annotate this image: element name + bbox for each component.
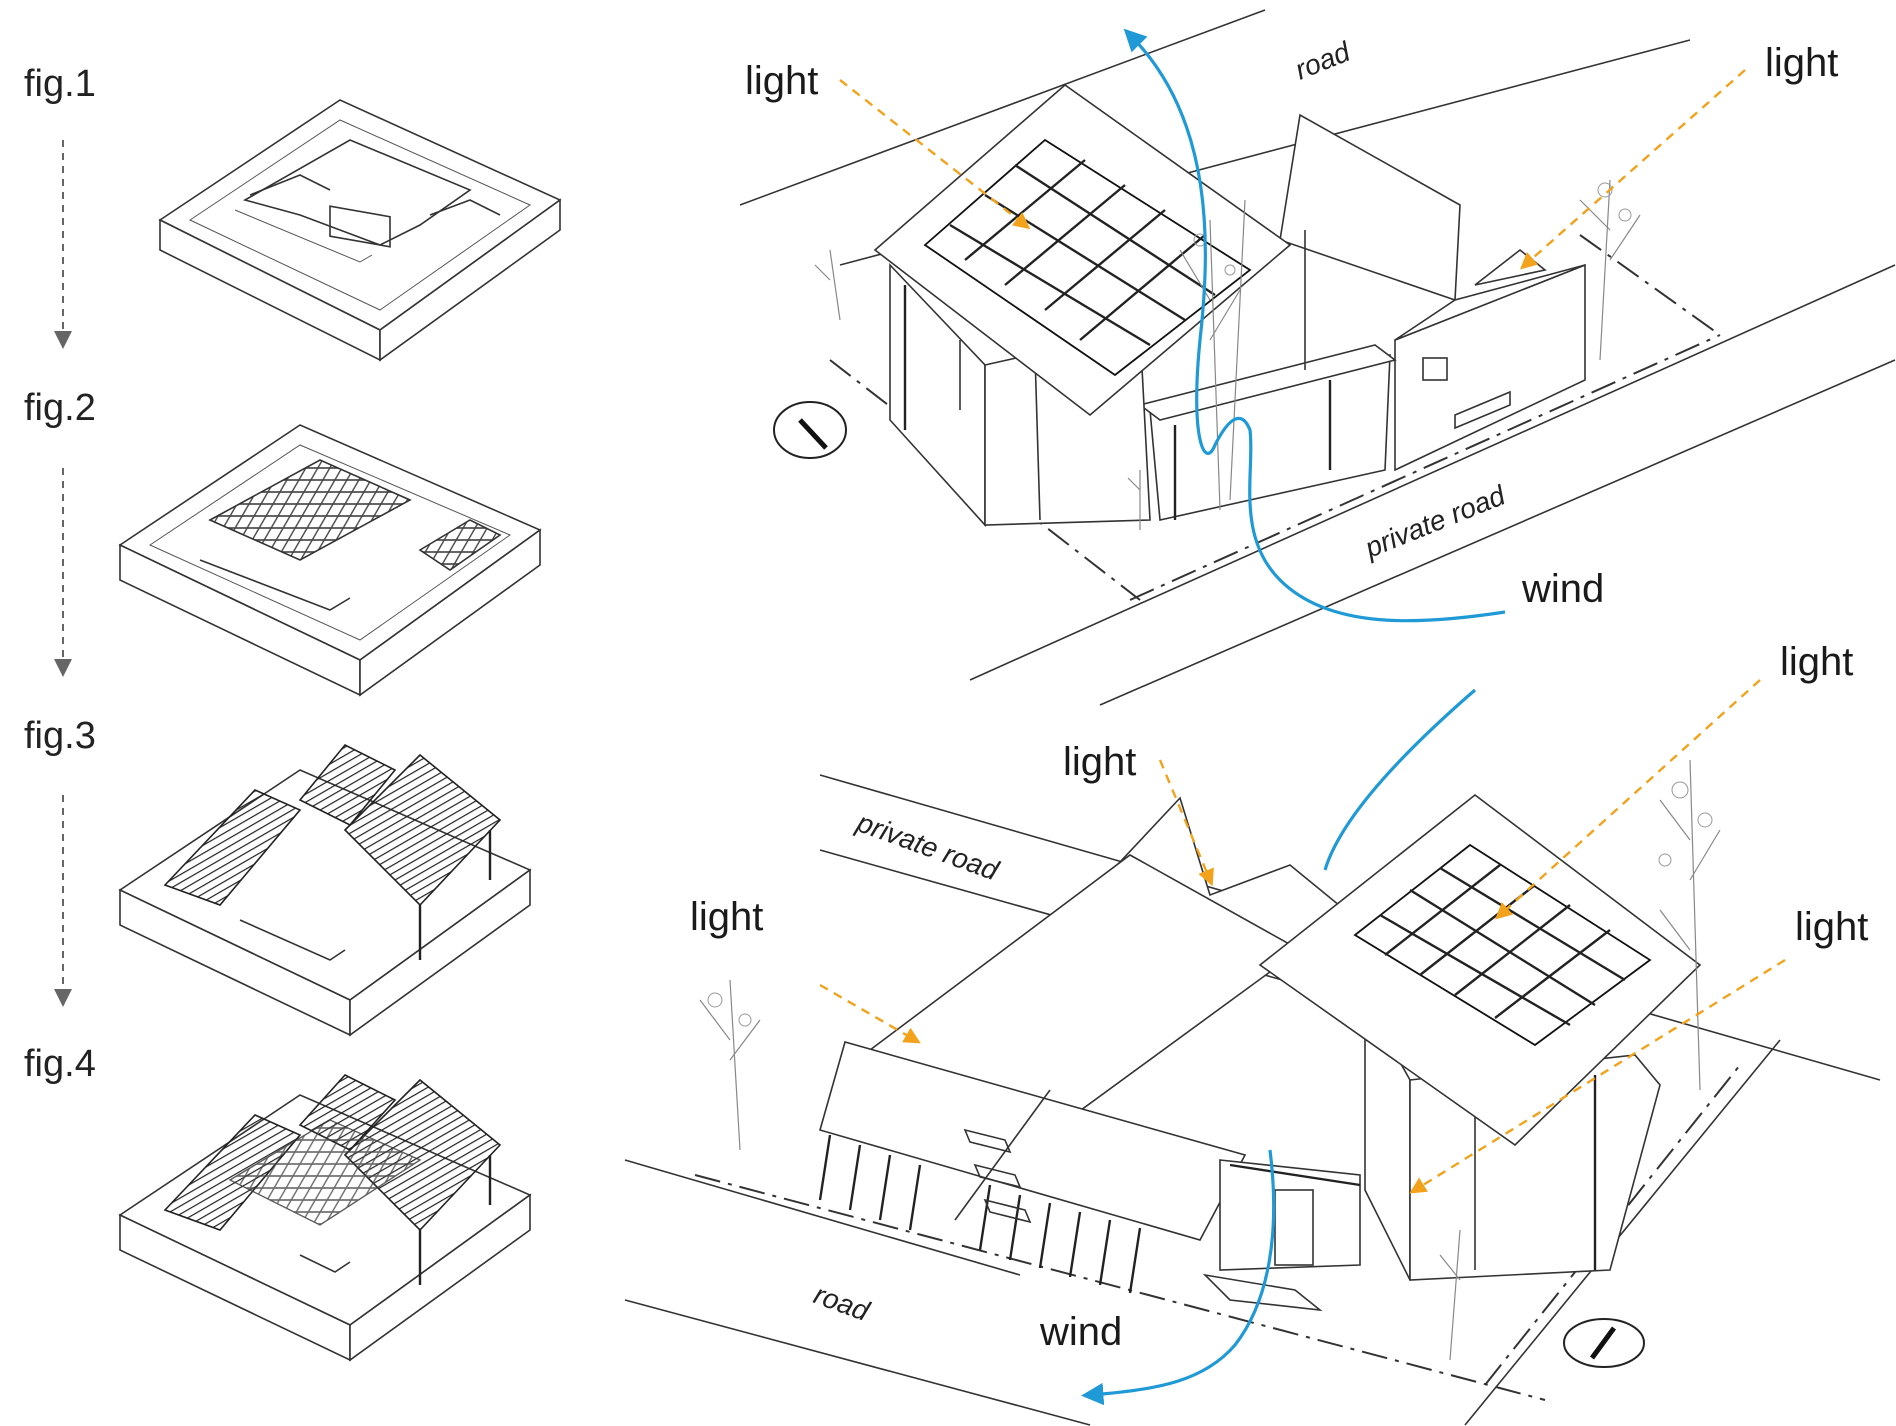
top-light-label-right: light <box>1765 41 1838 85</box>
fig-1-label: fig.1 <box>24 63 96 105</box>
figure-sequence: fig.1 fig.2 fig.3 fig.4 <box>24 63 96 1085</box>
stairs <box>954 1089 1051 1224</box>
compass-icon <box>773 401 847 459</box>
bottom-trees <box>699 759 1721 1361</box>
top-road-label: road <box>1291 35 1356 85</box>
fig-3-label: fig.3 <box>24 715 96 757</box>
top-solar-panels <box>923 138 1252 377</box>
bottom-wind-label: wind <box>1039 1310 1122 1354</box>
bottom-road-label: road <box>810 1279 875 1328</box>
bottom-light-arrow-top-right <box>1495 679 1761 920</box>
bottom-light-label-center: light <box>1063 740 1136 784</box>
top-light-label-left: light <box>745 59 818 103</box>
bottom-light-arrow-center <box>1158 759 1214 887</box>
bottom-private-road-label: private road <box>852 806 1004 887</box>
bottom-view: private road road <box>624 640 1881 1426</box>
west-pergola-roof <box>819 1041 1247 1241</box>
bottom-solar-panels <box>1353 843 1652 1047</box>
top-wind-label: wind <box>1521 567 1604 611</box>
bottom-light-arrow-right <box>1409 958 1786 1194</box>
bottom-wind-arrow <box>1090 688 1477 1395</box>
bottom-light-arrow-left <box>819 983 921 1044</box>
fig-2-label: fig.2 <box>24 387 96 429</box>
bottom-light-label-right: light <box>1795 905 1868 949</box>
property-line-top <box>1129 334 1721 601</box>
top-view: road private road <box>739 9 1896 706</box>
west-pergola-slats <box>818 1134 1142 1294</box>
top-light-arrow-right <box>1519 69 1746 270</box>
fig-1-model <box>158 99 562 362</box>
bottom-light-label-left: light <box>690 895 763 939</box>
fig-4-label: fig.4 <box>24 1043 96 1085</box>
bottom-light-label-top-right: light <box>1780 640 1853 684</box>
fig-2-model <box>118 424 542 697</box>
top-private-road-label: private road <box>1360 479 1511 564</box>
road-edge-top <box>739 9 1266 206</box>
entrance-block <box>1219 1159 1361 1271</box>
top-trees <box>814 179 1641 530</box>
top-light-arrow-left <box>839 79 1031 230</box>
property-line-bottom <box>694 1174 1546 1401</box>
compass-icon <box>1563 1318 1645 1368</box>
fig-4-model <box>118 1074 532 1362</box>
top-wind-arrow <box>1123 28 1506 623</box>
fig-3-model <box>118 743 532 1037</box>
